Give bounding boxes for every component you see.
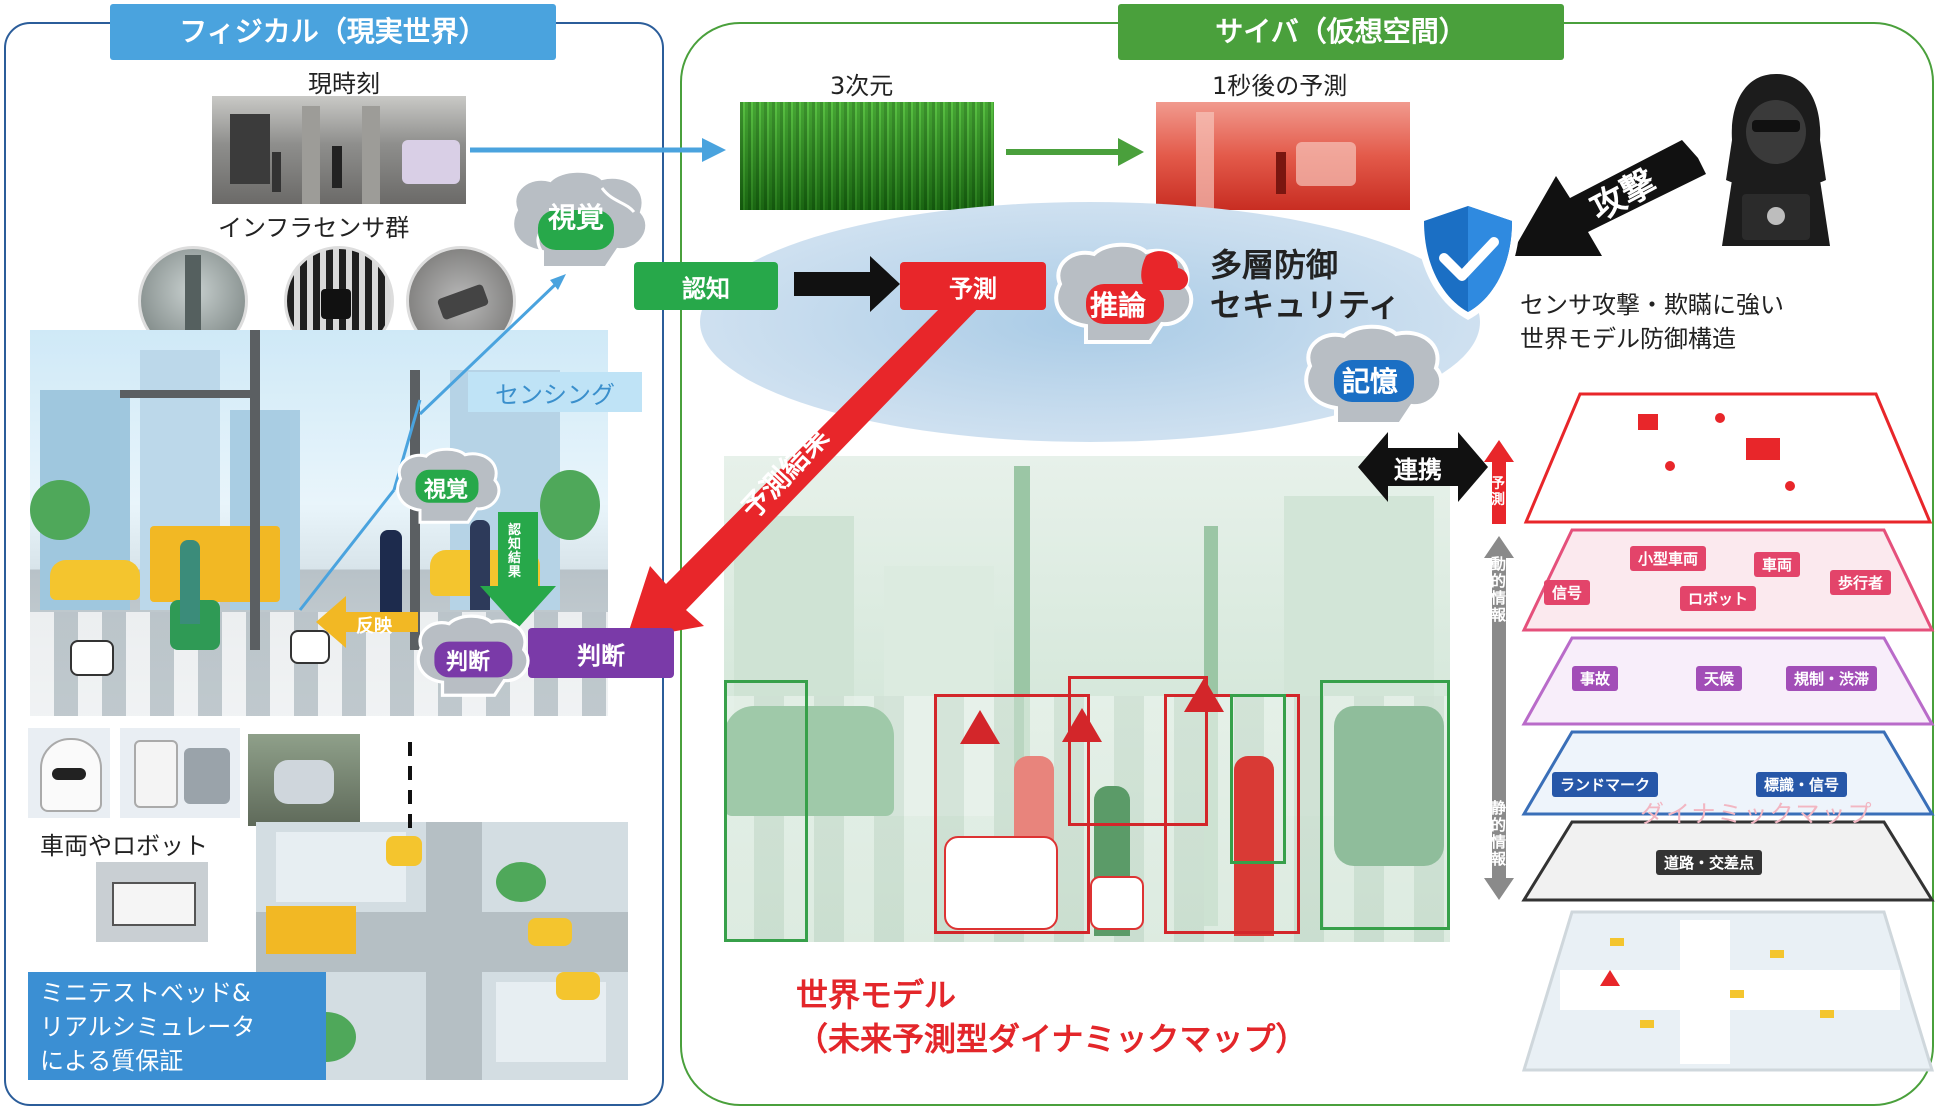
layer-tag-robot: ロボット <box>1680 586 1757 611</box>
cooperation-label: 連携 <box>1394 456 1442 484</box>
vehicles-robots-label: 車両やロボット <box>40 832 208 860</box>
layer-tag-road-intersection: 道路・交差点 <box>1656 850 1763 875</box>
brain-reasoning-label: 推論 <box>1090 289 1147 322</box>
prediction-box: 予測 <box>900 262 1046 310</box>
layer-tag-regulation: 規制・渋滞 <box>1786 666 1878 691</box>
static-info-label: 静的情報 <box>1491 799 1507 868</box>
robot-photo-1 <box>28 728 110 818</box>
cyber-header: サイバ（仮想空間） <box>1118 4 1564 60</box>
physical-header: フィジカル（現実世界） <box>110 4 556 60</box>
brain-judgment-scene-label: 判断 <box>446 650 491 675</box>
city-map-illustration <box>256 822 628 1080</box>
world-model-subtitle: （未来予測型ダイナミックマップ） <box>796 1020 1308 1058</box>
hacker-icon <box>1716 70 1836 246</box>
mini-car-photo <box>96 862 208 942</box>
recognition-box: 認知 <box>634 262 778 310</box>
dynamic-map-stack <box>1520 390 1936 1090</box>
layer-tag-vehicle: 車両 <box>1754 552 1801 577</box>
cooperation-arrow <box>1358 432 1488 502</box>
world-model-title: 世界モデル <box>796 976 957 1014</box>
infra-sensors-label: インフラセンサ群 <box>218 214 410 242</box>
layer-tag-signal: 信号 <box>1544 580 1591 605</box>
layer-tag-sign-signal: 標識・信号 <box>1756 772 1848 797</box>
current-time-label: 現時刻 <box>308 70 380 98</box>
time-axis <box>1484 440 1514 900</box>
brain-memory-label: 記憶 <box>1342 365 1399 398</box>
brain-reasoning-icon <box>1046 242 1206 348</box>
defense-desc: センサ攻撃・欺瞞に強い 世界モデル防御構造 <box>1520 291 1784 353</box>
layer-tag-pedestrian: 歩行者 <box>1830 570 1892 595</box>
brain-judgment-scene-icon <box>410 612 540 702</box>
vehicle-photo <box>248 734 360 826</box>
layer-tag-accident: 事故 <box>1572 666 1619 691</box>
brain-vision-scene-icon <box>390 446 510 528</box>
world-model-scene <box>724 456 1450 942</box>
shield-check-icon <box>1408 194 1528 324</box>
brain-vision-scene-label: 視覚 <box>424 478 469 503</box>
robot-photo-2 <box>120 728 240 818</box>
point-cloud-3d <box>740 102 994 210</box>
dynamic-map-watermark: ダイナミックマップ <box>1640 800 1874 828</box>
reflect-label: 反映 <box>356 616 392 637</box>
defense-title-2: セキュリティ <box>1210 286 1401 324</box>
prediction-1s-image <box>1156 102 1410 210</box>
layer-tag-small-vehicle: 小型車両 <box>1630 546 1707 571</box>
predict-axis-label: 予測 <box>1491 476 1505 508</box>
brain-vision-top-icon <box>502 168 662 274</box>
attack-arrow <box>1510 140 1710 270</box>
recognition-result-label: 認知結果 <box>508 523 522 580</box>
three-d-label: 3次元 <box>830 72 894 100</box>
judgment-box: 判断 <box>528 628 674 678</box>
brain-vision-top-label: 視覚 <box>548 201 605 234</box>
dynamic-info-label: 動的情報 <box>1491 555 1507 624</box>
station-photo <box>212 96 466 204</box>
brain-memory-icon <box>1296 324 1456 430</box>
sensing-label-box: センシング <box>468 372 642 412</box>
defense-title-1: 多層防御 <box>1210 246 1339 284</box>
testbed-label-box: ミニテストベッド& リアルシミュレータ による質保証 <box>28 972 326 1080</box>
layer-tag-landmark: ランドマーク <box>1552 772 1659 797</box>
layer-tag-weather: 天候 <box>1696 666 1743 691</box>
prediction-1s-label: 1秒後の予測 <box>1212 72 1348 100</box>
